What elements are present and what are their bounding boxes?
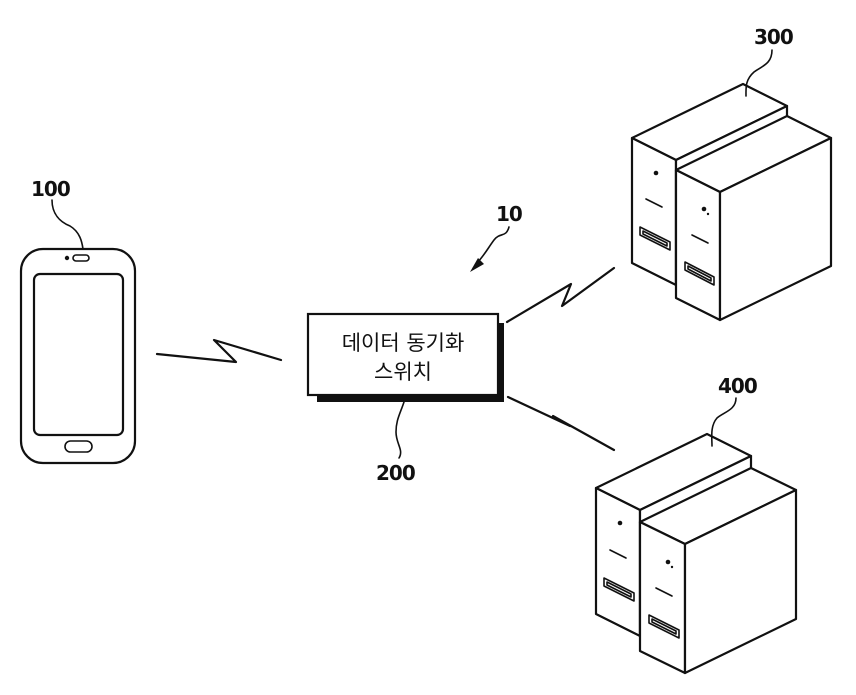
ref-400-label: 400 <box>718 374 757 398</box>
server-400 <box>594 432 798 675</box>
switch-label-line2: 스위치 <box>374 360 432 384</box>
wireless-link-server-400 <box>506 395 616 452</box>
switch-label-line1: 데이터 동기화 <box>342 331 465 355</box>
ref-10-arrow-line <box>475 226 510 265</box>
ref-200-leader <box>395 401 405 459</box>
ref-10-arrowhead <box>470 258 484 272</box>
ref-200-label: 200 <box>376 461 415 485</box>
ref-300-label: 300 <box>754 25 793 49</box>
wireless-link-phone <box>155 338 283 364</box>
ref-300-leader <box>745 49 773 97</box>
ref-100-leader <box>51 199 84 250</box>
wireless-link-server-300 <box>505 266 616 324</box>
ref-400-leader <box>710 397 737 447</box>
ref-100-label: 100 <box>31 177 70 201</box>
server-300 <box>630 82 833 322</box>
ref-10-label: 10 <box>496 202 522 226</box>
sync-switch-200: 데이터 동기화 스위치 <box>306 312 504 402</box>
phone-100 <box>19 247 137 465</box>
